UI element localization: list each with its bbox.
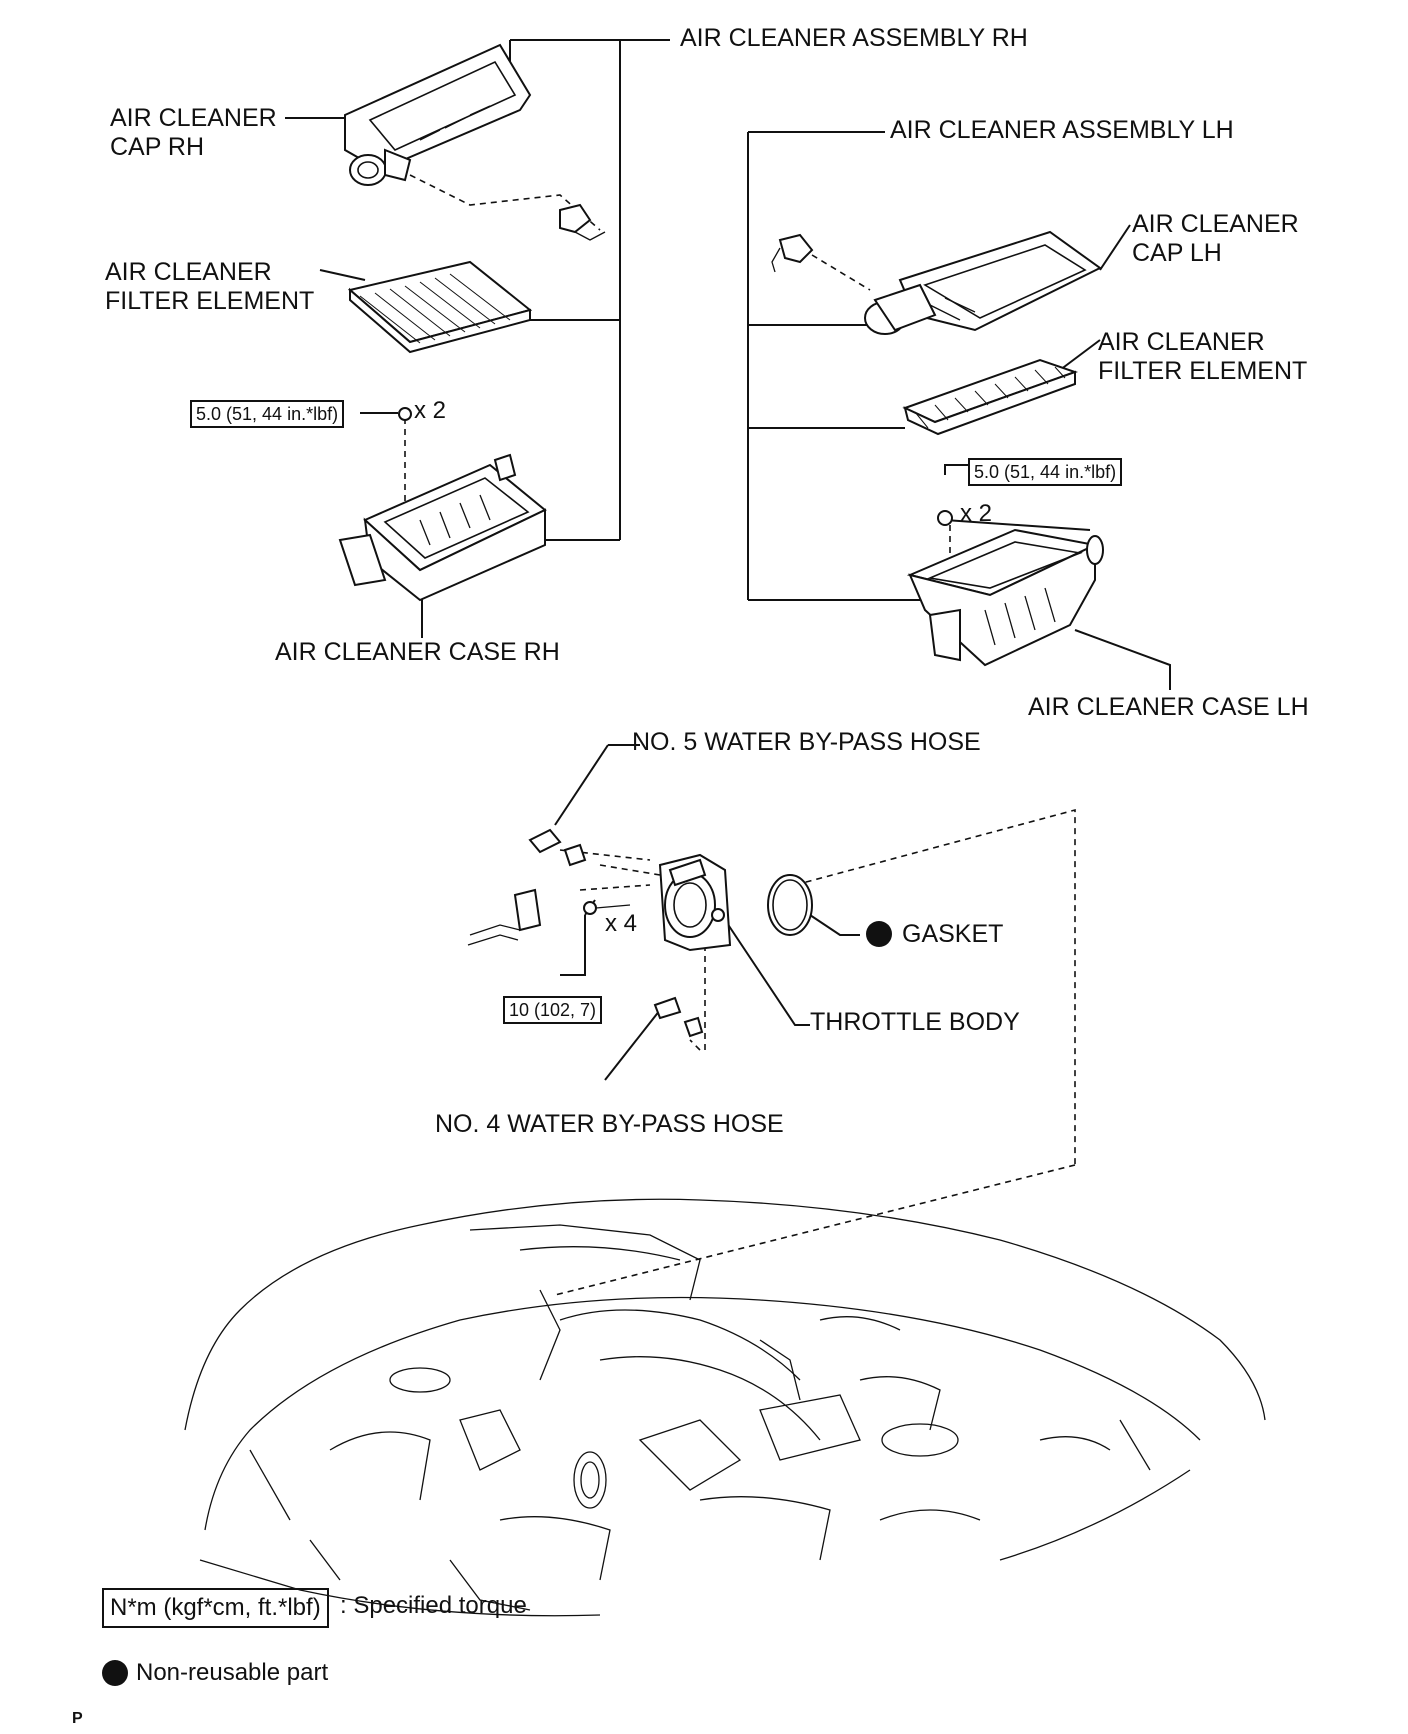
hose5-drawing [528,828,587,867]
label-hose4: NO. 4 WATER BY-PASS HOSE [435,1110,784,1138]
throttle-body-drawing [658,853,732,952]
label-assy-rh: AIR CLEANER ASSEMBLY RH [680,24,1028,52]
label-filter-lh-line2: FILTER ELEMENT [1098,357,1308,385]
label-cap-lh-line2: CAP LH [1132,239,1222,267]
connector-throttle-drawing [467,888,631,946]
torque-rh-leader [360,412,398,414]
qty-rh: x 2 [414,397,447,424]
label-filter-lh-line1: AIR CLEANER [1098,328,1265,356]
legend-nonreusable-icon [102,1660,128,1686]
air-cleaner-case-lh-drawing [906,510,1104,667]
gasket-drawing [767,874,813,936]
label-hose5: NO. 5 WATER BY-PASS HOSE [632,728,981,756]
qty-lh: x 2 [960,500,993,527]
label-case-lh: AIR CLEANER CASE LH [1028,693,1309,721]
legend-nonreusable-text: Non-reusable part [136,1659,329,1686]
label-cap-rh-line1: AIR CLEANER [110,104,277,132]
label-filter-rh-line1: AIR CLEANER [105,258,272,286]
assy-lh-bracket [747,131,1171,690]
qty-throttle: x 4 [605,910,638,937]
label-throttle: THROTTLE BODY [810,1008,1020,1036]
torque-throttle: 10 (102, 7) [503,996,603,1024]
label-filter-rh-line2: FILTER ELEMENT [105,287,315,315]
air-cleaner-cap-rh-drawing [344,43,606,241]
label-cap-lh-line1: AIR CLEANER [1132,210,1299,238]
nonreusable-gasket-icon [866,921,892,947]
air-cleaner-cap-lh-drawing [864,230,1102,335]
footer-code: P [72,1710,83,1727]
engine-bay-drawing [184,1198,1266,1617]
label-case-rh: AIR CLEANER CASE RH [275,638,560,666]
air-cleaner-filter-rh-drawing [347,260,533,354]
air-cleaner-filter-lh-drawing [902,358,1079,436]
legend-torque-text: : Specified torque [340,1592,527,1619]
label-cap-rh-line2: CAP RH [110,133,205,161]
legend-torque-box: N*m (kgf*cm, ft.*lbf) [102,1588,329,1628]
air-cleaner-case-rh-drawing [338,407,547,602]
torque-lh: 5.0 (51, 44 in.*lbf) [968,458,1123,486]
torque-rh: 5.0 (51, 44 in.*lbf) [190,400,345,428]
label-gasket: GASKET [902,920,1004,948]
assy-rh-bracket [285,39,670,638]
hose4-drawing [653,996,704,1038]
label-assy-lh: AIR CLEANER ASSEMBLY LH [890,116,1234,144]
connector-lh-drawing [771,233,871,291]
